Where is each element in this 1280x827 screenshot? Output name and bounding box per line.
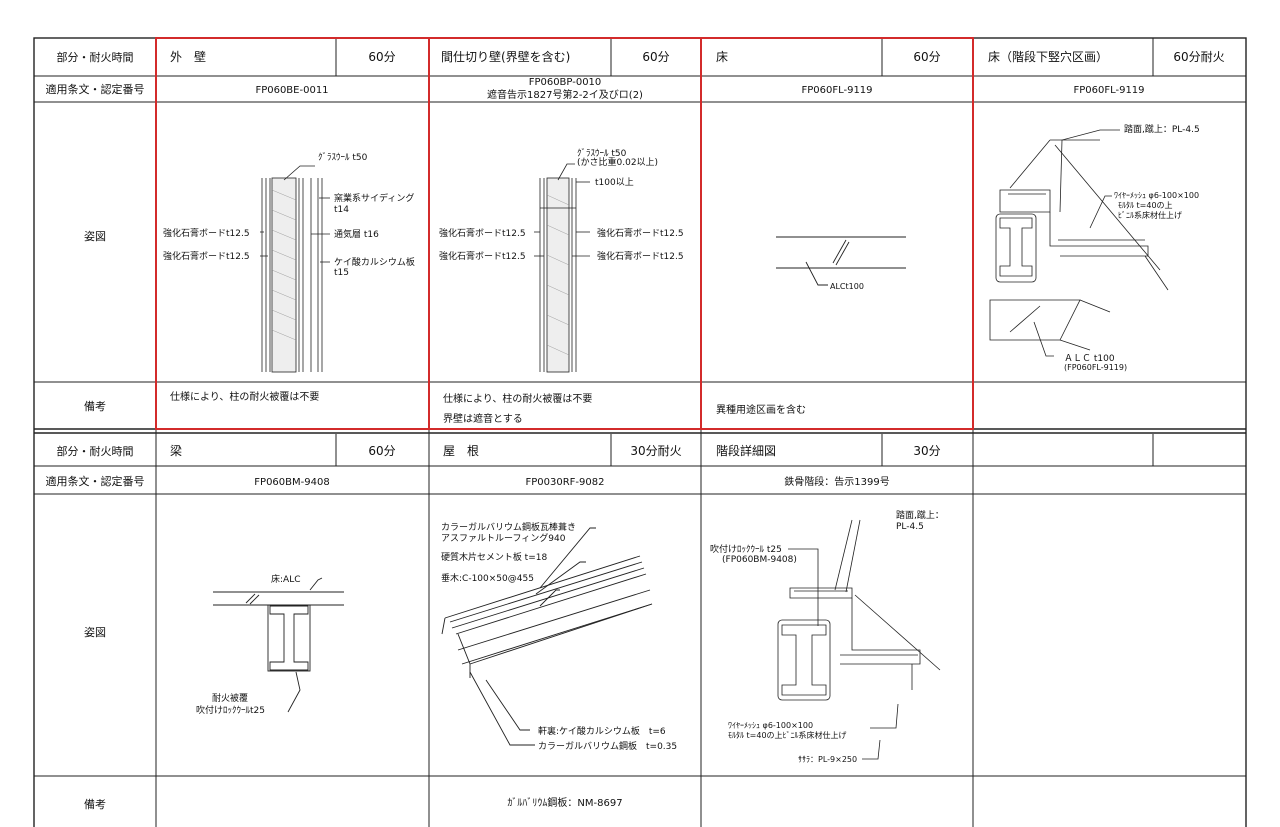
lbl-air-layer: 通気層 t16 — [334, 228, 379, 240]
lbl-roof-2: アスファルトルーフィング940 — [441, 532, 566, 544]
labels-partition-wall: ｸﾞﾗｽｳｰﾙ t50 (かさ比重0.02以上) t100以上 強化石膏ボードt… — [439, 148, 684, 262]
header-beam: 梁 — [170, 443, 182, 458]
lbl-beam-floor: 床:ALC — [271, 573, 301, 585]
lbl-sf-alc: ＡＬＣ t100 — [1064, 354, 1115, 364]
drawing-floor — [776, 236, 906, 286]
time-stair-detail: 30分 — [913, 444, 940, 458]
remark-partition-wall-1: 仕様により、柱の耐火被覆は不要 — [443, 392, 592, 405]
drawing-roof — [441, 527, 653, 746]
label-cert-top: 適用条文・認定番号 — [46, 82, 145, 96]
lbl-sd-mortar: ﾓﾙﾀﾙ t=40の上ﾋﾞﾆﾙ系床材仕上げ — [728, 730, 847, 740]
lbl-sd-stringer: ｻｻﾗ：PL-9×250 — [798, 755, 857, 764]
lbl-sf-alc-cert: (FP060FL-9119) — [1064, 363, 1127, 372]
header-partition-wall: 間仕切り壁(界壁を含む) — [441, 49, 570, 64]
lbl-beam-fire: 耐火被覆 — [212, 692, 248, 704]
remark-roof: ｶﾞﾙﾊﾞﾘｳﾑ鋼板：NM-8697 — [507, 796, 622, 809]
cert-roof: FP0030RF-9082 — [526, 477, 605, 488]
drawing-exterior-wall — [260, 165, 330, 373]
lbl-roof-1: カラーガルバリウム鋼板瓦棒葺き — [441, 521, 576, 533]
time-exterior-wall: 60分 — [368, 50, 395, 64]
lbl-p-board-2: 強化石膏ボードt12.5 — [439, 250, 526, 262]
label-figure-top: 姿図 — [84, 230, 106, 243]
remark-floor: 異種用途区画を含む — [716, 403, 806, 416]
drawing-partition-wall — [534, 163, 590, 373]
lbl-sd-spray-2: (FP060BM-9408) — [722, 555, 797, 565]
time-floor: 60分 — [913, 50, 940, 64]
lbl-siding-t: t14 — [334, 205, 349, 215]
label-figure-bottom: 姿図 — [84, 626, 106, 639]
header-stair-floor: 床（階段下竪穴区画） — [988, 49, 1108, 64]
cert-beam: FP060BM-9408 — [254, 477, 329, 488]
lbl-sf-vinyl: ﾋﾞﾆﾙ系床材仕上げ — [1118, 210, 1182, 220]
lbl-roof-5: 軒裏:ケイ酸カルシウム板 t=6 — [538, 725, 666, 737]
lbl-p-glasswool: ｸﾞﾗｽｳｰﾙ t50 — [577, 148, 627, 159]
lbl-beam-spray: 吹付けﾛｯｸｳｰﾙt25 — [196, 704, 265, 716]
top-certs: FP060BE-0011 FP060BP-0010 遮音告示1827号第2-2イ… — [255, 77, 1144, 101]
lbl-p-board-1: 強化石膏ボードt12.5 — [439, 227, 526, 239]
top-remarks: 仕様により、柱の耐火被覆は不要 仕様により、柱の耐火被覆は不要 界壁は遮音とする… — [170, 390, 806, 425]
labels-roof: カラーガルバリウム鋼板瓦棒葺き アスファルトルーフィング940 硬質木片セメント… — [441, 521, 677, 752]
top-headers: 外 壁 60分 間仕切り壁(界壁を含む) 60分 床 60分 床（階段下竪穴区画… — [170, 49, 1225, 64]
lbl-sf-mortar: ﾓﾙﾀﾙ t=40の上 — [1118, 201, 1173, 210]
header-roof: 屋 根 — [443, 444, 479, 458]
time-beam: 60分 — [368, 444, 395, 458]
cert-stair-detail: 鉄骨階段：告示1399号 — [784, 475, 889, 488]
label-remarks-bottom: 備考 — [84, 798, 106, 811]
header-stair-detail: 階段詳細図 — [716, 443, 776, 458]
time-stair-floor: 60分耐火 — [1173, 50, 1224, 64]
lbl-p-board-3: 強化石膏ボードt12.5 — [597, 227, 684, 239]
labels-exterior-wall: ｸﾞﾗｽｳｰﾙ t50 窯業系サイディング t14 強化石膏ボードt12.5 強… — [163, 152, 415, 278]
lbl-calcium: ケイ酸カルシウム板 — [334, 256, 415, 268]
label-remarks-top: 備考 — [84, 400, 106, 413]
lbl-floor-alc: ALCt100 — [830, 282, 864, 291]
lbl-p-board-4: 強化石膏ボードt12.5 — [597, 250, 684, 262]
labels-stair-floor: 踏面,蹴上：PL-4.5 ﾜｲﾔｰﾒｯｼｭ φ6-100×100 ﾓﾙﾀﾙ t=… — [1064, 123, 1200, 372]
lbl-sf-wire: ﾜｲﾔｰﾒｯｼｭ φ6-100×100 — [1114, 191, 1199, 200]
lbl-sd-tread-1: 踏面,蹴上： — [896, 509, 944, 521]
lbl-board-2: 強化石膏ボードt12.5 — [163, 250, 250, 262]
header-exterior-wall: 外 壁 — [170, 49, 206, 64]
lbl-sf-tread: 踏面,蹴上：PL-4.5 — [1124, 123, 1200, 135]
time-partition-wall: 60分 — [642, 50, 669, 64]
cert-partition-wall-1: FP060BP-0010 — [529, 77, 602, 88]
lbl-roof-4: 垂木:C-100×50@455 — [441, 572, 534, 584]
cert-partition-wall-2: 遮音告示1827号第2-2イ及びロ(2) — [487, 88, 643, 101]
lbl-roof-6: カラーガルバリウム鋼板 t=0.35 — [538, 740, 677, 752]
lbl-p-density: (かさ比重0.02以上) — [577, 156, 658, 168]
row-labels: 部分・耐火時間 適用条文・認定番号 姿図 備考 部分・耐火時間 適用条文・認定番… — [46, 50, 145, 811]
drawing-stair-detail — [777, 519, 941, 760]
lbl-sd-tread-2: PL-4.5 — [896, 522, 924, 532]
label-cert-bottom: 適用条文・認定番号 — [46, 474, 145, 488]
lbl-sd-spray-1: 吹付けﾛｯｸｳｰﾙ t25 — [710, 543, 782, 555]
highlight-boxes — [155, 37, 974, 430]
cert-exterior-wall: FP060BE-0011 — [255, 85, 328, 96]
cert-stair-floor: FP060FL-9119 — [1073, 85, 1144, 96]
lbl-sd-wire: ﾜｲﾔｰﾒｯｼｭ φ6-100×100 — [728, 721, 813, 730]
header-floor: 床 — [716, 50, 728, 64]
time-roof: 30分耐火 — [630, 444, 681, 458]
label-part-time-bottom: 部分・耐火時間 — [57, 444, 134, 458]
lbl-p-t100: t100以上 — [595, 177, 634, 188]
remark-partition-wall-2: 界壁は遮音とする — [443, 412, 523, 425]
drawing-stair-floor — [989, 129, 1169, 357]
labels-beam: 床:ALC 耐火被覆 吹付けﾛｯｸｳｰﾙt25 — [196, 573, 301, 716]
lbl-board-1: 強化石膏ボードt12.5 — [163, 227, 250, 239]
lbl-roof-3: 硬質木片セメント板 t=18 — [441, 551, 547, 563]
lbl-glasswool: ｸﾞﾗｽｳｰﾙ t50 — [318, 152, 368, 163]
drawing-beam — [213, 577, 344, 713]
remark-exterior-wall: 仕様により、柱の耐火被覆は不要 — [170, 390, 319, 403]
bottom-certs: FP060BM-9408 FP0030RF-9082 鉄骨階段：告示1399号 — [254, 475, 889, 488]
label-part-time-top: 部分・耐火時間 — [57, 50, 134, 64]
lbl-calcium-t: t15 — [334, 268, 349, 278]
cert-floor: FP060FL-9119 — [801, 85, 872, 96]
bottom-headers: 梁 60分 屋 根 30分耐火 階段詳細図 30分 — [170, 443, 941, 458]
lbl-siding: 窯業系サイディング — [334, 192, 414, 204]
labels-stair-detail: 踏面,蹴上： PL-4.5 吹付けﾛｯｸｳｰﾙ t25 (FP060BM-940… — [710, 509, 944, 764]
